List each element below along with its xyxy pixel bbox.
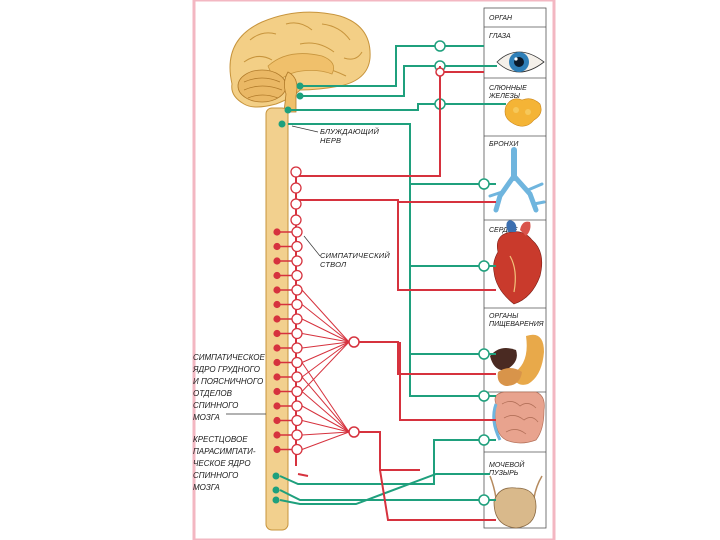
sympathetic-trunk-pointer bbox=[303, 235, 321, 257]
converging-fiber bbox=[301, 304, 350, 343]
sacral-nucleus-line-1: КРЕСТЦОВОЕ bbox=[193, 435, 248, 444]
sympathetic-trunk-ganglion bbox=[291, 414, 303, 427]
organ-label-salivary-2: ЖЕЛЕЗЫ bbox=[488, 93, 521, 100]
brain bbox=[229, 11, 371, 113]
converging-fiber bbox=[301, 376, 350, 433]
sympathetic-trunk-ganglion bbox=[291, 240, 303, 253]
sympathetic-trunk-ganglion bbox=[291, 356, 303, 369]
vagus-nerve-label-1: БЛУЖДАЮЩИЙ bbox=[320, 127, 379, 136]
vagus-nerve-pointer bbox=[291, 125, 319, 133]
converging-fiber bbox=[301, 341, 350, 378]
sacral-nucleus-line-2: ПАРАСИМПАТИ- bbox=[193, 447, 256, 456]
parasympathetic-pathways bbox=[279, 45, 506, 505]
sacral-nucleus-line-4: СПИННОГО bbox=[193, 471, 238, 480]
sympathetic-cord-nuclei bbox=[273, 228, 281, 454]
sympathetic-cord-nucleus bbox=[273, 329, 281, 338]
converging-fiber bbox=[301, 405, 350, 433]
sympathetic-cord-nucleus bbox=[273, 257, 281, 265]
prevertebral-ganglia bbox=[348, 67, 445, 438]
sympathetic-trunk-ganglion bbox=[291, 255, 303, 267]
sympathetic-trunk-ganglion bbox=[290, 182, 302, 194]
converging-fiber bbox=[301, 341, 350, 363]
page-frame bbox=[192, 0, 556, 540]
sympathetic-trunk-label-2: СТВОЛ bbox=[320, 260, 347, 269]
sacral-nucleus-label: КРЕСТЦОВОЕ ПАРАСИМПАТИ- ЧЕСКОЕ ЯДРО СПИН… bbox=[193, 435, 256, 492]
sympathetic-trunk-ganglion bbox=[291, 284, 303, 296]
organ-column-header: ОРГАН bbox=[489, 15, 513, 22]
converging-fiber bbox=[301, 391, 350, 433]
parasympathetic-ganglia bbox=[434, 40, 490, 506]
sympathetic-nucleus-label: СИМПАТИЧЕСКОЕ ЯДРО ГРУДНОГО И ПОЯСНИЧНОГ… bbox=[192, 353, 266, 422]
organ-label-eyes: ГЛАЗА bbox=[489, 33, 511, 40]
sympathetic-trunk-ganglion bbox=[291, 327, 303, 340]
organ-label-digestive-2: ПИЩЕВАРЕНИЯ bbox=[489, 321, 544, 328]
organ-label-bladder-1: МОЧЕВОЙ bbox=[489, 460, 525, 469]
symp-nucleus-line-5: СПИННОГО bbox=[193, 401, 238, 410]
digestive-organs-icon bbox=[490, 334, 545, 444]
sympathetic-cord-nucleus bbox=[273, 416, 281, 425]
sympathetic-trunk-label-1: СИМПАТИЧЕСКИЙ bbox=[320, 251, 390, 260]
sympathetic-trunk-ganglion bbox=[291, 226, 303, 238]
sympathetic-trunk-ganglion bbox=[290, 214, 302, 226]
symp-nucleus-line-3: И ПОЯСНИЧНОГО bbox=[193, 377, 263, 386]
converging-fiber bbox=[301, 341, 350, 349]
organ-label-bladder-2: ПУЗЫРЬ bbox=[489, 470, 519, 477]
converging-fiber bbox=[301, 431, 350, 436]
sympathetic-cord-nucleus bbox=[273, 431, 281, 439]
sympathetic-trunk-ganglion bbox=[290, 198, 302, 210]
sympathetic-cord-nucleus bbox=[273, 358, 281, 367]
salivary-glands-icon bbox=[504, 98, 542, 127]
heart-icon bbox=[493, 220, 543, 305]
symp-nucleus-line-6: МОЗГА bbox=[193, 413, 220, 422]
sympathetic-cord-nucleus bbox=[273, 271, 281, 280]
organ-label-bronchi: БРОНХИ bbox=[489, 141, 519, 148]
sympathetic-trunk-ganglion bbox=[291, 385, 303, 398]
converging-fiber bbox=[301, 341, 350, 392]
converging-fiber bbox=[301, 362, 350, 433]
sympathetic-trunk-ganglion bbox=[291, 429, 303, 441]
sympathetic-cord-nucleus bbox=[273, 344, 281, 352]
vagus-nerve-label-2: НЕРВ bbox=[320, 136, 341, 145]
sympathetic-cord-nucleus bbox=[273, 300, 281, 309]
symp-nucleus-line-4: ОТДЕЛОВ bbox=[193, 389, 233, 398]
sympathetic-cord-nucleus bbox=[273, 373, 281, 381]
sympathetic-trunk-ganglion bbox=[291, 269, 303, 282]
urinary-bladder-icon bbox=[489, 475, 543, 529]
sympathetic-cord-nucleus bbox=[273, 402, 281, 410]
sympathetic-cord-nucleus bbox=[273, 315, 281, 323]
symp-nucleus-line-2: ЯДРО ГРУДНОГО bbox=[192, 365, 260, 374]
sacral-nucleus-line-5: МОЗГА bbox=[193, 483, 220, 492]
converging-fiber bbox=[301, 431, 350, 450]
symp-nucleus-line-1: СИМПАТИЧЕСКОЕ bbox=[193, 353, 265, 362]
sympathetic-trunk-ganglion bbox=[291, 443, 303, 456]
converging-fiber bbox=[301, 420, 350, 433]
organ-label-digestive-1: ОРГАНЫ bbox=[489, 313, 519, 320]
bronchi-icon bbox=[488, 147, 546, 213]
sympathetic-trunk-ganglion bbox=[291, 298, 303, 311]
brainstem-nuclei bbox=[272, 82, 304, 504]
sympathetic-cord-nucleus bbox=[273, 445, 281, 454]
converging-fiber bbox=[301, 333, 350, 343]
sympathetic-trunk-ganglion bbox=[291, 371, 303, 383]
sympathetic-trunk-ganglion bbox=[291, 313, 303, 325]
sympathetic-trunk-ganglia bbox=[290, 166, 303, 456]
sympathetic-trunk-ganglion bbox=[291, 342, 303, 354]
converging-fiber bbox=[301, 318, 350, 343]
sympathetic-trunk-ganglion bbox=[290, 166, 302, 178]
sympathetic-cord-nucleus bbox=[273, 286, 281, 294]
organ-label-salivary-1: СЛЮННЫЕ bbox=[489, 85, 527, 92]
sacral-nucleus-line-3: ЧЕСКОЕ ЯДРО bbox=[193, 459, 251, 468]
organ-label-heart: СЕРДЦЕ bbox=[489, 227, 518, 234]
sympathetic-cord-nucleus bbox=[273, 242, 281, 251]
sympathetic-cord-nucleus bbox=[273, 387, 281, 396]
eye-icon bbox=[496, 51, 545, 73]
sympathetic-cord-nucleus bbox=[273, 228, 281, 236]
sympathetic-trunk-ganglion bbox=[291, 400, 303, 412]
converging-fiber bbox=[301, 289, 350, 343]
